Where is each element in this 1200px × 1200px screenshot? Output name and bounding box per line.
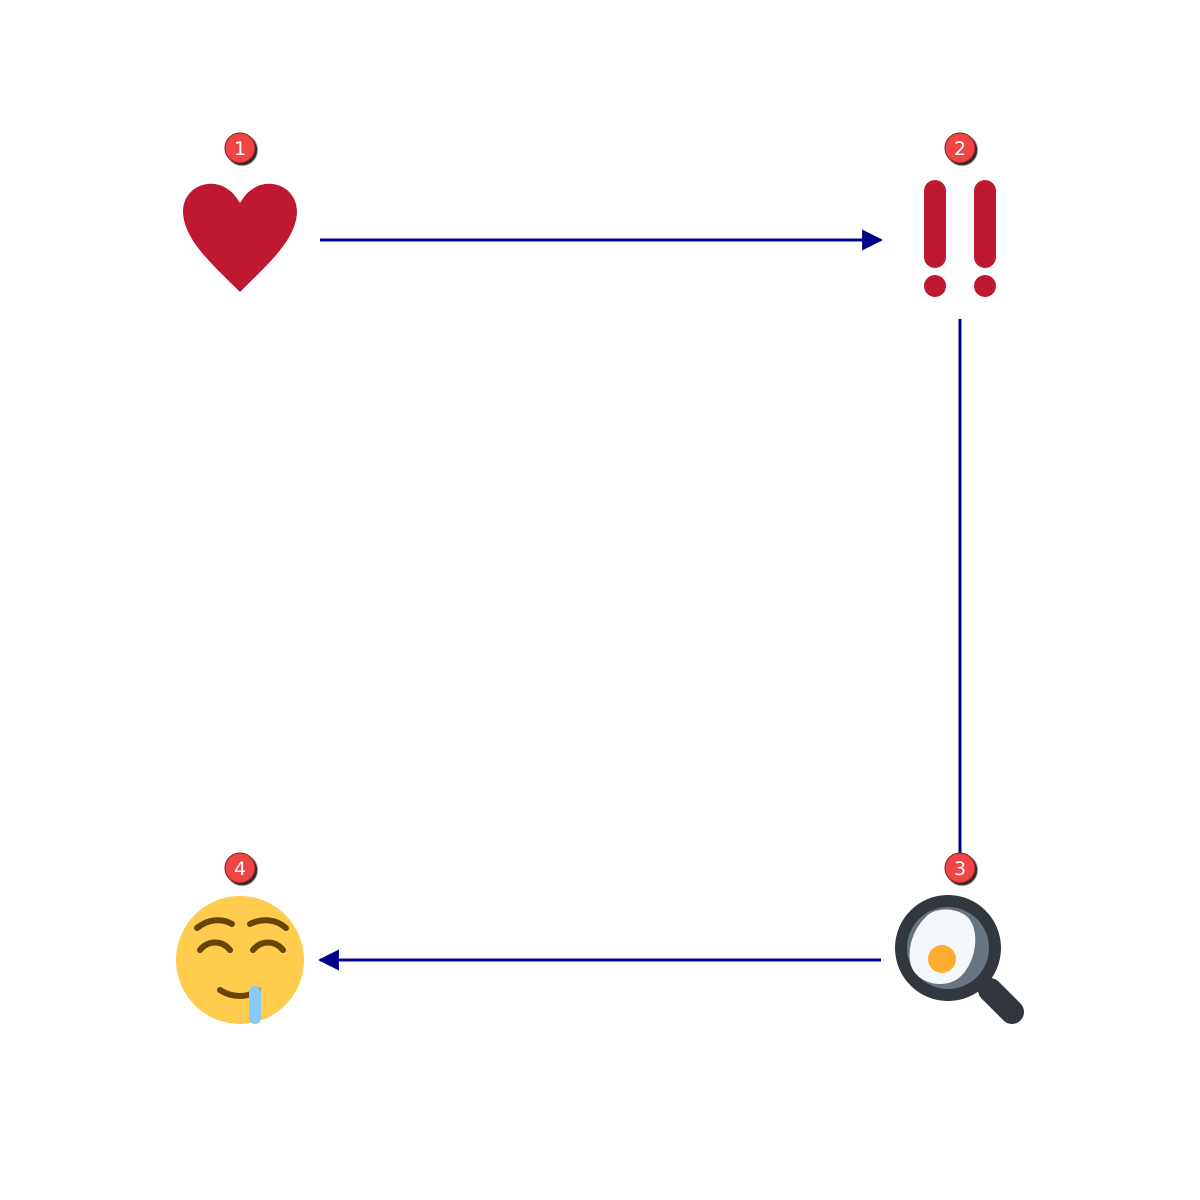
- step-badge: 1: [224, 132, 256, 164]
- drooling-face-icon: [176, 896, 304, 1024]
- step-number: 4: [234, 858, 246, 880]
- frying-pan-egg-icon: [895, 895, 1024, 1024]
- red-heart-icon: [183, 183, 297, 292]
- step-3: 3: [895, 852, 1024, 1024]
- step-badge: 4: [224, 852, 256, 884]
- step-number: 1: [234, 138, 246, 160]
- step-4: 4: [176, 852, 304, 1024]
- step-number: 3: [954, 858, 966, 880]
- double-exclamation-icon: [924, 180, 996, 297]
- step-1: 1: [183, 132, 297, 292]
- step-number: 2: [954, 138, 966, 160]
- step-badge: 3: [944, 852, 976, 884]
- step-badge: 2: [944, 132, 976, 164]
- step-2: 2: [924, 132, 996, 297]
